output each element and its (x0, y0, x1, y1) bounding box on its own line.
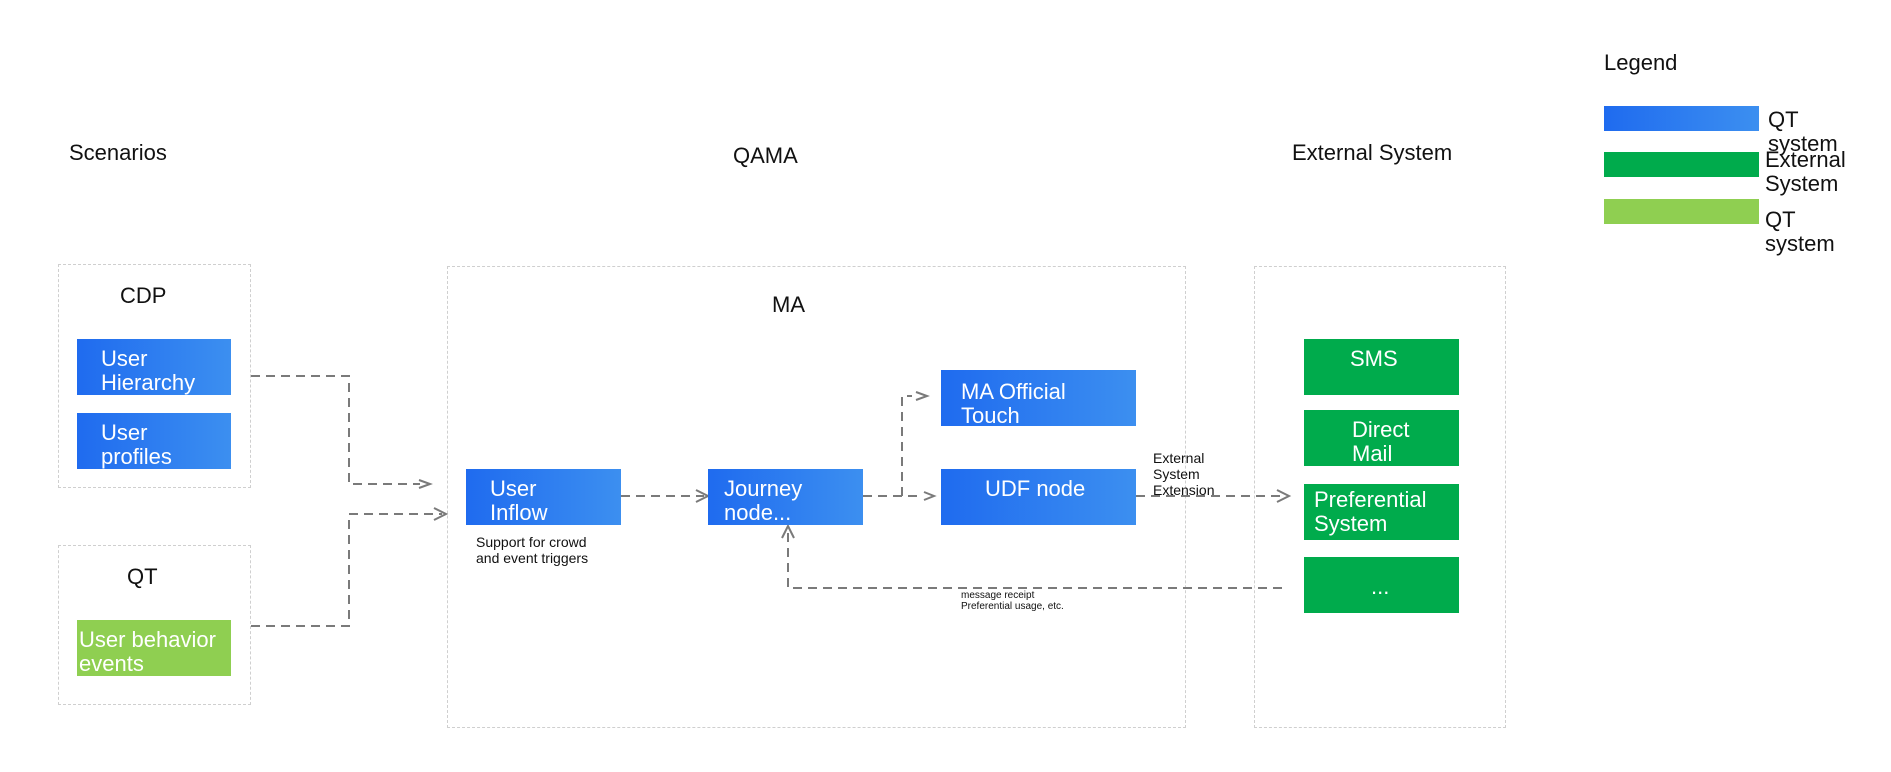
scenarios-header: Scenarios (69, 140, 167, 165)
user-hierarchy-node: User Hierarchy (77, 339, 231, 395)
legend-label-qt-system-green: QT system (1765, 207, 1835, 256)
qama-header: QAMA (733, 143, 798, 168)
external-extension-note: External System Extension (1153, 450, 1215, 498)
user-profiles-node: User profiles (77, 413, 231, 469)
external-system-header: External System (1292, 140, 1453, 165)
journey-to-touch-connector (901, 395, 912, 496)
direct-mail-node: Direct Mail (1304, 410, 1459, 466)
feedback-note: message receipt Preferential usage, etc. (961, 590, 1064, 612)
ma-official-touch-node: MA Official Touch (941, 370, 1136, 428)
user-inflow-node: User Inflow (466, 469, 621, 525)
ma-label: MA (772, 292, 805, 317)
legend-swatch-qt-system-blue (1604, 106, 1759, 131)
more-systems-node: ... (1304, 557, 1459, 613)
qt-arrowhead (433, 507, 449, 521)
legend-swatch-external-system (1604, 152, 1759, 177)
touch-arrowhead (915, 391, 930, 401)
cdp-frame (58, 264, 251, 488)
udf-node: UDF node (941, 469, 1136, 525)
sms-node: SMS (1304, 339, 1459, 395)
qt-frame (58, 545, 251, 705)
preferential-system-node: Preferential System (1304, 484, 1459, 540)
qt-label: QT (127, 564, 158, 589)
preferential-arrowhead (1276, 489, 1292, 503)
feedback-arrowhead (781, 523, 795, 539)
user-behavior-events-node: User behavior events (77, 620, 231, 676)
user-inflow-note: Support for crowd and event triggers (476, 534, 589, 566)
legend-label-qt-system-blue: QT system (1768, 107, 1838, 156)
cdp-label: CDP (120, 283, 167, 308)
cdp-to-inflow-connector (251, 375, 420, 485)
legend-title: Legend (1604, 50, 1678, 75)
cdp-arrowhead (418, 479, 433, 489)
feedback-connector (787, 530, 1282, 589)
legend-label-external-system: External System (1765, 147, 1846, 196)
udf-arrowhead (923, 491, 937, 501)
legend-swatch-qt-system-green (1604, 199, 1759, 224)
qt-to-inflow-connector (251, 513, 442, 627)
external-frame (1254, 266, 1506, 728)
journey-node: Journey node... (708, 469, 863, 525)
